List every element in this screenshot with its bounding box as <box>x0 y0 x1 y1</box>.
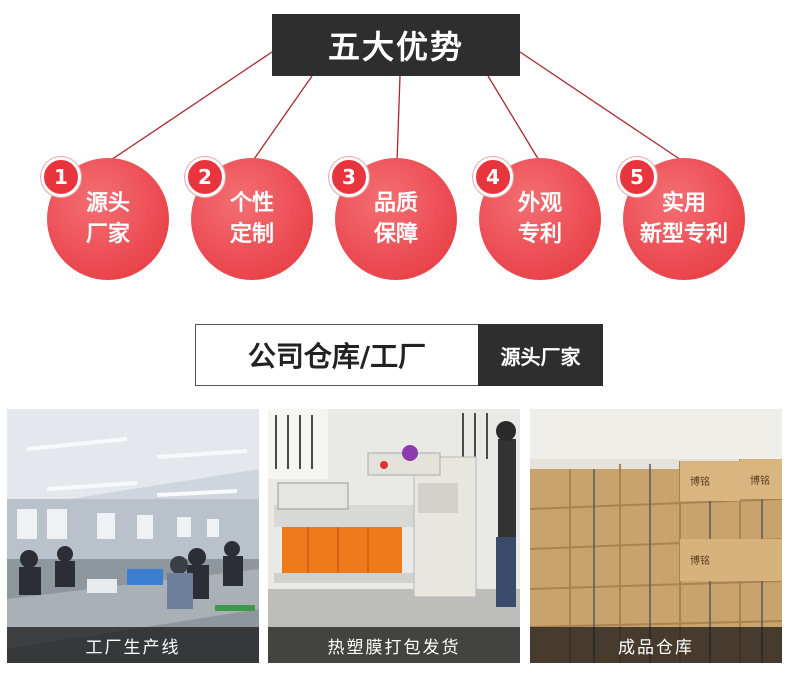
advantages-title: 五大优势 <box>272 14 520 76</box>
number-badge-5: 5 <box>617 157 657 197</box>
factory-line-photo: 工厂生产线 <box>7 409 259 663</box>
factory-line-caption: 工厂生产线 <box>7 627 259 663</box>
advantage-line1: 外观 <box>517 191 562 216</box>
box-brand-label: 博铭 <box>690 554 710 567</box>
factory-scene-illustration <box>7 409 259 663</box>
advantage-line1: 实用 <box>661 191 706 216</box>
advantage-line2: 专利 <box>517 222 562 247</box>
advantage-circle-2: 个性 定制 <box>191 158 313 280</box>
advantage-line2: 新型专利 <box>639 222 728 247</box>
advantage-line2: 保障 <box>373 222 418 247</box>
advantage-line1: 品质 <box>373 191 418 216</box>
shrink-wrap-photo: 热塑膜打包发货 <box>268 409 520 663</box>
shrink-wrap-caption: 热塑膜打包发货 <box>268 627 520 663</box>
box-brand-label: 博铭 <box>690 475 710 488</box>
packing-machine-illustration <box>268 409 520 663</box>
warehouse-caption: 成品仓库 <box>530 627 782 663</box>
advantage-line1: 源头 <box>85 191 130 216</box>
boxes-illustration: 博铭 博铭 博铭 <box>530 409 782 663</box>
advantage-line2: 厂家 <box>85 222 130 247</box>
warehouse-tag: 源头厂家 <box>478 324 603 386</box>
number-badge-4: 4 <box>473 157 513 197</box>
advantage-line1: 个性 <box>229 191 274 216</box>
warehouse-title: 公司仓库/工厂 <box>195 324 478 386</box>
number-badge-3: 3 <box>329 157 369 197</box>
warehouse-photo: 博铭 博铭 博铭 成品仓库 <box>530 409 782 663</box>
box-brand-label: 博铭 <box>750 474 770 487</box>
number-badge-2: 2 <box>185 157 225 197</box>
advantage-line2: 定制 <box>229 222 274 247</box>
number-badge-1: 1 <box>41 157 81 197</box>
